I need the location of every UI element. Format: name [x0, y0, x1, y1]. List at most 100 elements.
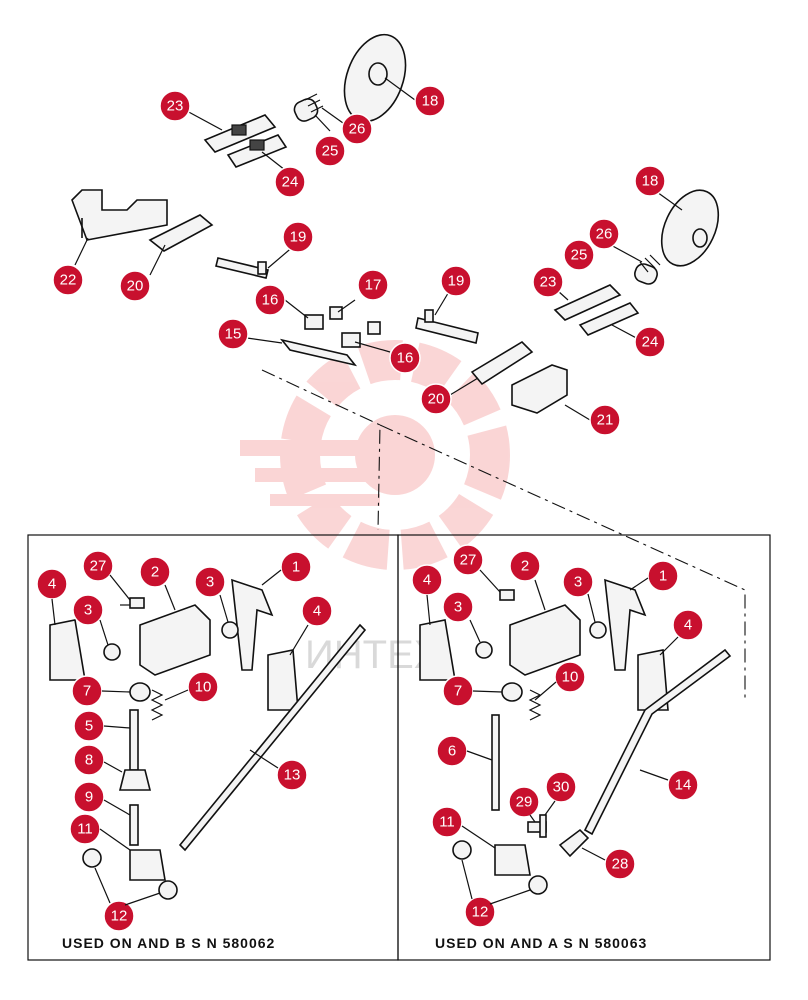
panel-right-frame: [397, 534, 771, 961]
svg-text:6: 6: [448, 743, 456, 760]
callout-18-top: 18: [414, 85, 446, 117]
svg-text:1: 1: [292, 559, 300, 576]
callout-24-right: 24: [634, 326, 666, 358]
part-21-right-bracket: [511, 364, 568, 414]
callout-left-4b: 4: [301, 595, 333, 627]
svg-text:16: 16: [397, 350, 414, 367]
svg-text:12: 12: [472, 904, 489, 921]
svg-text:4: 4: [313, 603, 321, 620]
svg-text:9: 9: [85, 789, 93, 806]
callout-23-top: 23: [159, 90, 191, 122]
part-22-mount-bracket: [71, 189, 168, 241]
right-part-12-nuts: [452, 840, 548, 895]
svg-text:29: 29: [516, 794, 533, 811]
part-15-base-plate: [279, 338, 358, 367]
svg-text:7: 7: [454, 683, 462, 700]
right-part-10-spring: [528, 689, 542, 721]
callout-20-right: 20: [420, 383, 452, 415]
callout-16-a: 16: [254, 284, 286, 316]
svg-text:2: 2: [521, 558, 529, 575]
part-20-right-plate: [470, 340, 534, 386]
callout-left-12: 12: [103, 900, 135, 932]
right-part-2-housing: [509, 604, 581, 676]
right-part-7-bushing: [501, 682, 523, 702]
callout-left-5: 5: [73, 710, 105, 742]
callout-right-7: 7: [442, 675, 474, 707]
callout-16-b: 16: [389, 342, 421, 374]
svg-text:4: 4: [48, 576, 56, 593]
svg-text:12: 12: [111, 908, 128, 925]
svg-text:19: 19: [448, 273, 465, 290]
svg-text:24: 24: [282, 174, 299, 191]
assembly-line-left: [261, 369, 381, 531]
callout-left-11: 11: [69, 813, 101, 845]
svg-text:14: 14: [675, 777, 692, 794]
callout-left-7: 7: [71, 675, 103, 707]
svg-text:18: 18: [422, 93, 439, 110]
callout-left-1: 1: [280, 551, 312, 583]
left-part-11-bracket: [129, 849, 166, 881]
callout-right-10: 10: [554, 661, 586, 693]
callout-right-27: 27: [452, 544, 484, 576]
left-part-8-block: [118, 769, 152, 791]
right-part-6-link: [491, 714, 500, 811]
callout-right-30: 30: [545, 771, 577, 803]
callout-right-4a: 4: [411, 564, 443, 596]
svg-text:27: 27: [90, 558, 107, 575]
svg-text:3: 3: [84, 602, 92, 619]
part-25-26-top-spring-pin: [293, 93, 324, 122]
svg-text:27: 27: [460, 552, 477, 569]
callouts: 23 24 25 26 18 22 20 19 15 16 17 16 19 2…: [36, 85, 704, 932]
callout-23-right: 23: [532, 266, 564, 298]
svg-text:11: 11: [439, 814, 455, 831]
callout-left-3b: 3: [194, 566, 226, 598]
svg-text:4: 4: [423, 572, 431, 589]
left-part-13-rod: [178, 623, 367, 852]
svg-text:28: 28: [612, 856, 629, 873]
left-part-4-plate: [49, 619, 86, 681]
left-part-27-28-spring: [120, 597, 145, 609]
callout-right-12: 12: [464, 896, 496, 928]
callout-right-4b: 4: [672, 609, 704, 641]
callout-right-28: 28: [604, 848, 636, 880]
svg-text:16: 16: [262, 292, 279, 309]
part-23-24-right-bracket: [553, 284, 640, 336]
left-part-1-lever: [231, 578, 274, 671]
svg-text:26: 26: [596, 226, 613, 243]
svg-text:1: 1: [659, 568, 667, 585]
callout-21: 21: [589, 404, 621, 436]
callout-right-2: 2: [509, 550, 541, 582]
part-25-26-right-spring-pin: [634, 254, 661, 285]
callout-right-3a: 3: [442, 591, 474, 623]
callout-17: 17: [357, 269, 389, 301]
svg-text:20: 20: [127, 278, 144, 295]
callout-right-6: 6: [436, 735, 468, 767]
callout-25-top: 25: [314, 135, 346, 167]
svg-text:15: 15: [225, 326, 242, 343]
left-part-3-bushing: [103, 643, 121, 661]
svg-text:2: 2: [151, 564, 159, 581]
svg-text:10: 10: [195, 679, 212, 696]
callout-left-4a: 4: [36, 568, 68, 600]
svg-text:18: 18: [642, 173, 659, 190]
callout-24-top: 24: [274, 166, 306, 198]
part-19-right-arm: [415, 309, 479, 344]
left-part-12-nuts: [82, 848, 178, 900]
right-part-1-lever: [604, 578, 647, 671]
left-part-5-bolt: [129, 709, 139, 771]
svg-text:20: 20: [428, 391, 445, 408]
svg-text:22: 22: [60, 272, 77, 289]
svg-text:17: 17: [365, 277, 382, 294]
part-23-24-top-bracket: [203, 114, 288, 168]
right-part-29-30-pins: [527, 814, 547, 838]
svg-text:23: 23: [167, 98, 184, 115]
left-part-2-housing: [139, 604, 211, 676]
svg-text:11: 11: [77, 821, 93, 838]
right-part-4-plate: [419, 619, 456, 681]
callout-left-3a: 3: [72, 594, 104, 626]
callout-25-right: 25: [563, 239, 595, 271]
svg-text:10: 10: [562, 669, 579, 686]
callout-left-13: 13: [276, 759, 308, 791]
callout-18-right: 18: [634, 165, 666, 197]
